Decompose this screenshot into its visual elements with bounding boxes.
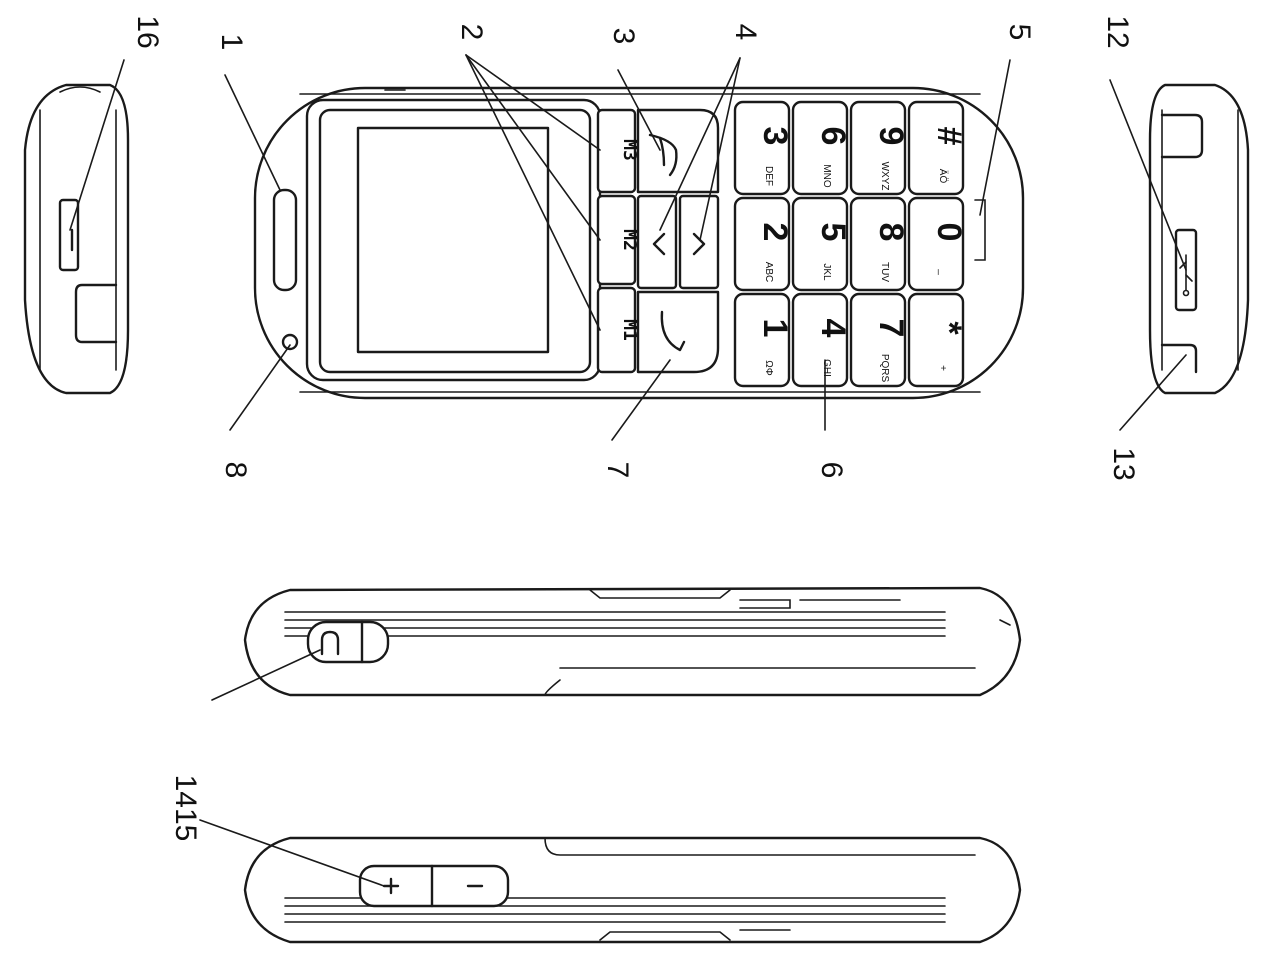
key-cap[interactable] [791, 292, 849, 388]
key-cap[interactable] [907, 196, 965, 292]
key-letters: MNO [821, 164, 832, 188]
callout-16: 16 [131, 15, 164, 48]
key-0[interactable]: 0_ [907, 196, 968, 292]
key-digit: 3 [756, 127, 794, 146]
indicator-led [281, 333, 299, 351]
key-letters: WXYZ [879, 162, 890, 191]
headset-icon [320, 630, 340, 656]
key-digit: 0 [930, 223, 968, 242]
callout-8: 8 [219, 462, 252, 479]
arrow-down-icon [692, 232, 706, 256]
callout-4: 4 [729, 24, 762, 41]
phone-side-view-volume [243, 836, 1022, 944]
key-digit: 7 [872, 319, 910, 338]
call-key[interactable] [636, 290, 720, 374]
usb-port [1174, 228, 1198, 312]
navigation-keys [636, 108, 720, 374]
charger-connector [1160, 113, 1204, 159]
key-letters: ABC [763, 262, 774, 283]
callout-7: 7 [601, 462, 634, 479]
lanyard-slot [74, 283, 118, 344]
key-letters: PQRS [879, 354, 890, 383]
down-key[interactable] [678, 194, 720, 290]
key-digit: * [930, 321, 968, 335]
key-cap[interactable] [849, 292, 907, 388]
key-letters: TUV [879, 262, 890, 282]
display-screen [356, 126, 550, 354]
m1-key[interactable] [596, 286, 637, 374]
port-slot [58, 198, 80, 272]
key-digit: # [930, 127, 968, 146]
callout-3: 3 [607, 28, 640, 45]
phone-side-view-top [23, 83, 130, 395]
key-cap[interactable] [791, 100, 849, 196]
phone-end-icon [648, 133, 678, 177]
usb-icon [1179, 254, 1193, 297]
key-digit: 5 [814, 223, 852, 242]
headset-port-bottom [1160, 343, 1198, 374]
key-cap[interactable] [733, 292, 791, 388]
m2-key[interactable] [596, 194, 637, 286]
headset-jack-cover [306, 620, 390, 664]
key-digit: 1 [756, 319, 794, 338]
key-digit: 9 [872, 127, 910, 146]
m3-key[interactable] [596, 108, 637, 194]
key-star[interactable]: *+ [907, 292, 968, 388]
volume-rocker[interactable] [358, 864, 510, 908]
key-letters: + [937, 365, 948, 371]
key-cap[interactable] [733, 100, 791, 196]
phone-side-view-headset [243, 586, 1022, 697]
m2-label: M2 [619, 229, 640, 251]
key-cap[interactable] [907, 100, 965, 196]
key-hash[interactable]: # ÄÖ [907, 100, 968, 196]
key-digit: 4 [814, 319, 852, 338]
callout-5: 5 [1003, 24, 1036, 41]
key-letters: JKL [821, 263, 832, 281]
phone-front-view: M3 M2 M1 1ΩΦ2ABC3DEF4GHI5JKL6MNO7PQRS8TU… [253, 86, 1025, 400]
m3-label: M3 [619, 139, 640, 161]
phone-side-view-bottom [1148, 83, 1250, 395]
key-cap[interactable] [849, 196, 907, 292]
arrow-up-icon [652, 232, 666, 256]
callout-6: 6 [815, 462, 848, 479]
key-digit: 2 [756, 223, 794, 242]
end-call-key[interactable] [636, 108, 720, 194]
callout-1415: 1415 [169, 775, 202, 842]
phone-call-icon [660, 310, 686, 352]
memory-keys: M3 M2 M1 [596, 108, 640, 374]
volume-plus-icon [382, 877, 400, 895]
earpiece-speaker [272, 188, 298, 292]
key-letters: ΩΦ [763, 360, 774, 375]
keypad: 1ΩΦ2ABC3DEF4GHI5JKL6MNO7PQRS8TUV9WXYZ*+0… [733, 100, 968, 388]
key-digit: 8 [872, 223, 910, 242]
key-cap[interactable] [907, 292, 965, 388]
callout-12: 12 [1101, 15, 1134, 48]
callout-13: 13 [1107, 447, 1140, 480]
key-cap[interactable] [733, 196, 791, 292]
key-1[interactable]: 1ΩΦ [733, 292, 794, 388]
key-letters: GHI [821, 359, 832, 377]
key-cap[interactable] [849, 100, 907, 196]
key-cap[interactable] [791, 196, 849, 292]
key-letters: ÄÖ [937, 169, 949, 184]
leader-lines [69, 54, 1187, 887]
key-letters: DEF [763, 166, 774, 186]
callout-labels: 1 2 3 4 5 12 16 8 7 6 13 1415 [131, 15, 1140, 841]
key-letters: _ [937, 268, 948, 275]
callout-2: 2 [455, 24, 488, 41]
m1-label: M1 [619, 319, 640, 341]
key-digit: 6 [814, 127, 852, 146]
callout-1: 1 [215, 34, 248, 51]
